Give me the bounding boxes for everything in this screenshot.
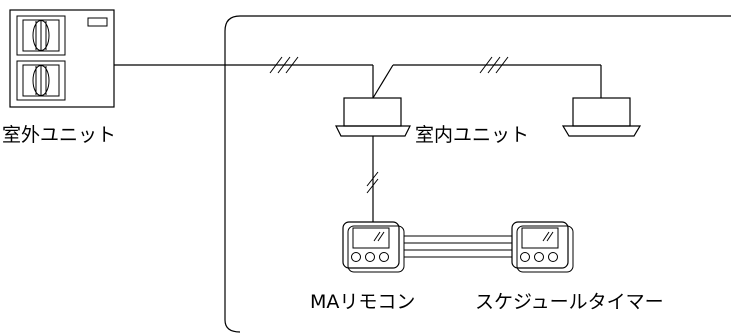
ma-remote-label: MAリモコン: [310, 291, 415, 313]
refrigerant-piping: [114, 56, 602, 99]
indoor-unit-label: 室内ユニット: [415, 124, 529, 146]
outdoor-unit-label: 室外ユニット: [2, 124, 116, 146]
outdoor-unit: [9, 9, 115, 108]
remote-timer-link: [404, 235, 512, 258]
indoor-unit-2: [561, 97, 642, 137]
outdoor-fan-top-icon: [16, 15, 66, 56]
schedule-timer: [511, 221, 574, 273]
schedule-timer-label: スケジュールタイマー: [475, 291, 664, 313]
building-boundary: [224, 15, 731, 333]
control-wiring: [366, 136, 379, 222]
outdoor-fan-bottom-icon: [16, 60, 66, 101]
indoor-unit-1: [335, 97, 411, 137]
ma-remote-controller: [342, 221, 405, 273]
